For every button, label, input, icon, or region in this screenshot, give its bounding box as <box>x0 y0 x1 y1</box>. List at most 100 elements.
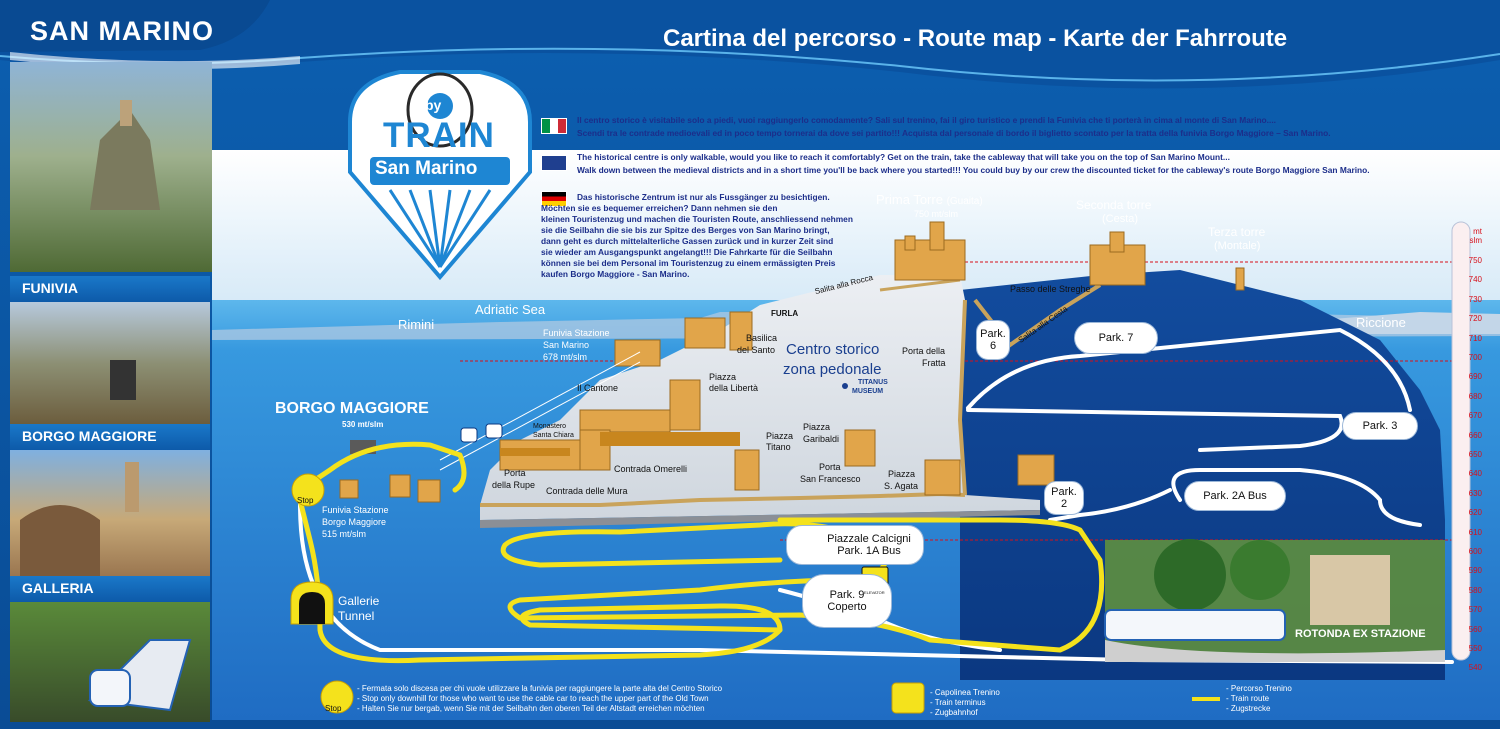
intro-italian-line2: Scendi tra le contrade medioevali ed in … <box>577 128 1331 138</box>
park6-pill[interactable]: Park. 6 <box>976 320 1010 360</box>
brand-title: SAN MARINO <box>30 16 214 46</box>
calcigni-parking-pill[interactable]: Piazzale Calcigni Park. 1A Bus <box>786 525 924 565</box>
piazza-garibaldi-label-2: Garibaldi <box>803 434 840 444</box>
park3-pill[interactable]: Park. 3 <box>1342 412 1418 440</box>
intro-german-line5: dann geht es durch mittelalterliche Gass… <box>541 236 834 246</box>
gallerie-label-2: Tunnel <box>338 609 375 623</box>
legend-stop-line1: - Fermata solo discesa per chi vuole uti… <box>357 684 723 693</box>
ruler-tick-label: 670 <box>1468 411 1482 421</box>
seconda-torre-sub: (Cesta) <box>1102 213 1139 225</box>
park2-pill[interactable]: Park. 2 <box>1044 481 1084 515</box>
funivia-bm-label-2: Borgo Maggiore <box>322 517 387 527</box>
page-title: Cartina del percorso - Route map - Karte… <box>663 25 1288 52</box>
park9-pill[interactable]: Park. 9 Coperto <box>802 574 892 628</box>
ruler-tick-label: 620 <box>1468 508 1482 518</box>
flag-germany-icon <box>541 191 567 207</box>
piazza-titano-label-1: Piazza <box>766 431 794 441</box>
legend-terminus-line3: - Zugbahnhof <box>930 708 978 717</box>
park6-label-2: 6 <box>989 340 997 352</box>
park2a-bus-pill[interactable]: Park. 2A Bus <box>1184 481 1286 511</box>
il-cantone-label: Il Cantone <box>577 383 619 393</box>
borgo-maggiore-label: BORGO MAGGIORE <box>275 400 429 417</box>
adriatic-sea-label: Adriatic Sea <box>475 302 546 317</box>
logo-san-marino: San Marino <box>375 158 478 179</box>
park2-label-1: Park. <box>1051 486 1077 498</box>
porta-sf-label-2: San Francesco <box>800 474 861 484</box>
legend-terminus-line1: - Capolinea Trenino <box>930 688 1000 697</box>
ruler-tick-label: 740 <box>1468 275 1482 285</box>
sidebar-heading-borgo: BORGO MAGGIORE <box>10 424 210 450</box>
porta-fratta-label-1: Porta della <box>902 346 946 356</box>
ruler-tick-label: 640 <box>1468 469 1482 479</box>
ruler-tick-label: 580 <box>1468 585 1482 595</box>
prima-torre-altitude: 750 mt/slm <box>914 209 959 219</box>
intro-italian-line1: Il centro storico è visitabile solo a pi… <box>577 115 1276 125</box>
park9-label-2: Coperto <box>827 601 867 613</box>
ruler-tick-label: 570 <box>1468 605 1482 615</box>
titanus-label-1: TITANUS <box>858 379 888 386</box>
ruler-tick-label: 560 <box>1468 624 1482 634</box>
ruler-tick-label: 700 <box>1468 353 1482 362</box>
calcigni-label-1: Piazzale Calcigni <box>827 533 911 545</box>
piazza-sagata-label-1: Piazza <box>888 469 916 479</box>
basilica-label-2: del Santo <box>737 345 776 355</box>
ruler-tick-label: 690 <box>1468 372 1482 382</box>
elevator-label: ELEVATOR <box>864 590 885 595</box>
ruler-tick-label: 680 <box>1468 391 1482 401</box>
legend-route-line2: - Train route <box>1226 694 1270 703</box>
intro-english-line1: The historical centre is only walkable, … <box>577 152 1230 162</box>
furla-label: FURLA <box>771 309 799 318</box>
park6-label-1: Park. <box>980 328 1006 340</box>
ruler-tick-label: 630 <box>1468 488 1482 498</box>
rimini-label: Rimini <box>398 317 435 332</box>
logo-by: by <box>425 97 442 113</box>
funivia-sm-label-2: San Marino <box>543 340 590 350</box>
park7-pill[interactable]: Park. 7 <box>1074 322 1158 354</box>
ruler-tick-label: 540 <box>1468 663 1482 673</box>
ruler-tick-label: 720 <box>1468 314 1482 324</box>
monastero-label-1: Monastero <box>533 423 567 430</box>
funivia-bm-label-3: 515 mt/slm <box>322 529 367 539</box>
ruler-unit-2: slm <box>1469 236 1482 245</box>
intro-german-line2: Möchten sie es bequemer erreichen? Dann … <box>541 203 778 213</box>
intro-english-line2: Walk down between the medieval districts… <box>577 165 1370 175</box>
funivia-sm-label-1: Funivia Stazione <box>543 328 610 338</box>
passo-streghe-label: Passo delle Streghe <box>1010 284 1091 294</box>
borgo-maggiore-altitude: 530 mt/slm <box>342 420 384 429</box>
ruler-tick-label: 710 <box>1468 333 1482 343</box>
basilica-label-1: Basilica <box>746 333 778 343</box>
intro-german-line8: kaufen Borgo Maggiore - San Marino. <box>541 269 690 279</box>
funivia-bm-label-1: Funivia Stazione <box>322 505 389 515</box>
rotonda-label: ROTONDA EX STAZIONE <box>1295 628 1426 640</box>
intro-german-line1: Das historische Zentrum ist nur als Fuss… <box>577 192 830 202</box>
flag-uk-icon <box>541 155 567 171</box>
ruler-tick-label: 610 <box>1468 527 1482 537</box>
legend-route-line3: - Zugstrecke <box>1226 704 1271 713</box>
park2-label-2: 2 <box>1060 498 1068 510</box>
funivia-sm-label-3: 678 mt/slm <box>543 352 588 362</box>
calcigni-label-2: Park. 1A Bus <box>837 545 901 557</box>
monastero-label-2: Santa Chiara <box>533 432 574 439</box>
zona-pedonale-label: zona pedonale <box>783 361 882 378</box>
ruler-tick-label: 730 <box>1468 294 1482 304</box>
ruler-tick-label: 650 <box>1468 450 1482 459</box>
ruler-tick-label: 750 <box>1468 256 1482 265</box>
ruler-tick-label: 590 <box>1468 566 1482 576</box>
porta-sf-label-1: Porta <box>819 462 841 472</box>
ruler-tick-label: 550 <box>1468 644 1482 653</box>
flag-italy-icon <box>541 118 567 134</box>
contrada-omerelli-label: Contrada Omerelli <box>614 464 688 474</box>
intro-german-line3: kleinen Touristenzug und machen die Tour… <box>541 214 853 224</box>
ruler-tick-label: 600 <box>1468 547 1482 556</box>
legend-terminus-line2: - Train terminus <box>930 698 986 707</box>
stop-marker-label[interactable]: Stop <box>297 496 314 505</box>
intro-german-line7: können sie bei dem Personal im Touristen… <box>541 258 836 268</box>
centro-storico-label: Centro storico <box>786 341 880 358</box>
legend-stop-line2: - Stop only downhill for those who want … <box>357 694 709 703</box>
legend-stop-badge: Stop <box>325 704 342 713</box>
park9-label-1: Park. 9 <box>829 589 865 601</box>
intro-german-line4: sie die Seilbahn die sie bis zur Spitze … <box>541 225 830 235</box>
gallerie-label-1: Gallerie <box>338 594 380 608</box>
